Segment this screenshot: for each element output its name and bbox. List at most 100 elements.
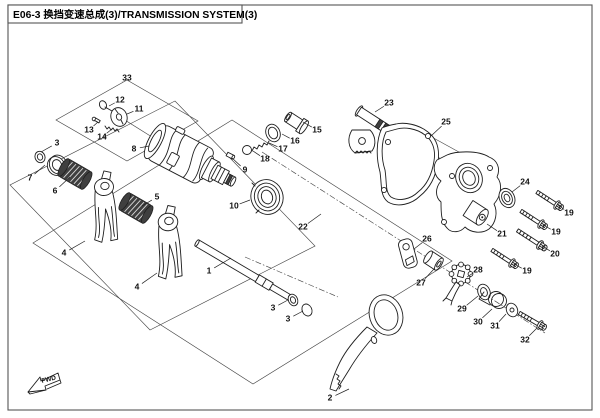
leader-line-19 <box>542 224 551 230</box>
oil-seal-part24 <box>498 187 516 209</box>
fwd-label: FWD <box>41 374 57 384</box>
gear-shift-arm-part2 <box>329 294 404 392</box>
drum-pin-part9 <box>225 151 236 160</box>
leader-line-13 <box>93 121 99 127</box>
part-number-4: 4 <box>62 247 67 257</box>
washer-part29-hole <box>480 287 488 297</box>
title-box <box>7 4 243 24</box>
leader-line-14 <box>106 128 113 134</box>
part-number-6: 6 <box>53 185 58 195</box>
leader-line-21 <box>486 223 498 231</box>
leader-line-19 <box>513 263 522 269</box>
leader-line-16 <box>281 133 290 139</box>
part-number-23: 23 <box>384 97 394 107</box>
page-title: E06-3 换挡变速总成(3)/TRANSMISSION SYSTEM(3) <box>13 8 257 21</box>
leader-line-24 <box>511 185 521 193</box>
part-number-18: 18 <box>260 153 270 163</box>
part-number-13: 13 <box>84 124 94 134</box>
centerline-drum-to-cam <box>261 151 546 334</box>
part-number-2: 2 <box>328 392 333 402</box>
leader-line-25 <box>430 125 442 137</box>
part-number-33: 33 <box>122 72 132 82</box>
ring-part3-b-hole <box>289 296 297 304</box>
leader-line-18 <box>252 150 261 156</box>
part-number-9: 9 <box>243 164 248 174</box>
part-number-7: 7 <box>28 172 33 182</box>
part-number-30: 30 <box>473 316 483 326</box>
part-number-25: 25 <box>441 116 451 126</box>
leader-line-23 <box>374 105 385 113</box>
part-number-24: 24 <box>520 176 530 186</box>
leader-line-32 <box>528 327 538 337</box>
part-number-11: 11 <box>135 103 144 113</box>
part-number-12: 12 <box>115 94 125 104</box>
torsion-spring-part30 <box>478 291 507 309</box>
leader-line-3 <box>40 145 52 153</box>
part-number-10: 10 <box>229 200 239 210</box>
part-number-3: 3 <box>271 302 276 312</box>
part-number-31: 31 <box>490 320 500 330</box>
centerline-arm <box>244 256 339 298</box>
leader-line-15 <box>302 121 312 128</box>
part-labels: 1233344567891011121314151617181919201921… <box>28 72 574 402</box>
part-number-8: 8 <box>132 143 137 153</box>
part-number-19: 19 <box>564 207 574 217</box>
leader-line-4 <box>69 240 86 251</box>
leader-line-3 <box>293 310 304 317</box>
leader-line-8 <box>139 145 150 149</box>
screw-part12-shaft <box>104 106 113 112</box>
washer-part3 <box>34 150 46 164</box>
leader-line-2 <box>335 388 350 396</box>
leader-line-19 <box>557 204 565 210</box>
cam-plate-part11 <box>110 107 128 127</box>
bracket-part26 <box>398 238 418 269</box>
part-number-17: 17 <box>278 143 288 153</box>
leader-line-26 <box>413 242 423 250</box>
bushing-part15 <box>284 111 309 135</box>
leader-line-7 <box>34 164 46 175</box>
leader-line-10 <box>239 199 251 205</box>
part-number-3: 3 <box>286 313 291 323</box>
washer-part16-hole <box>267 126 279 140</box>
part-number-14: 14 <box>97 131 107 141</box>
part-number-1: 1 <box>207 265 212 275</box>
part-number-5: 5 <box>155 191 160 201</box>
part-number-26: 26 <box>422 233 432 243</box>
part-number-15: 15 <box>312 124 322 134</box>
shift-drum-part8 <box>143 122 237 187</box>
pin-part13-body <box>94 117 101 124</box>
group-box-33 <box>55 79 199 162</box>
part-number-20: 20 <box>550 248 560 258</box>
leader-line-28 <box>466 272 474 278</box>
leader-line-22 <box>307 213 322 224</box>
leader-line-4 <box>141 272 158 284</box>
part-number-3: 3 <box>55 137 60 147</box>
part-number-22: 22 <box>298 221 308 231</box>
leader-line-1 <box>213 257 232 269</box>
leader-line-3 <box>278 299 289 306</box>
part-number-19: 19 <box>551 226 561 236</box>
fwd-arrow: FWD <box>27 372 62 395</box>
part-number-16: 16 <box>290 135 300 145</box>
bearing-part10 <box>250 179 284 215</box>
star-cam-part28 <box>442 261 474 306</box>
roller-part27 <box>423 250 444 271</box>
stopper-kit-33 <box>91 100 128 133</box>
washer-part3-hole <box>36 153 44 161</box>
detent-arm-cluster <box>398 238 549 334</box>
leader-line-30 <box>482 308 493 319</box>
washer-part31-hole <box>509 307 515 313</box>
side-cover-part21 <box>433 151 501 233</box>
snap-ring-part3-c <box>301 303 313 317</box>
spring-part17 <box>251 140 270 152</box>
part-number-28: 28 <box>473 264 483 274</box>
leader-line-11 <box>126 110 134 115</box>
leader-line-5 <box>141 199 153 207</box>
part-number-32: 32 <box>520 334 530 344</box>
washer-part31 <box>505 302 519 318</box>
cover-boss <box>462 200 489 226</box>
leader-line-29 <box>466 295 479 306</box>
leader-line-9 <box>231 157 241 167</box>
